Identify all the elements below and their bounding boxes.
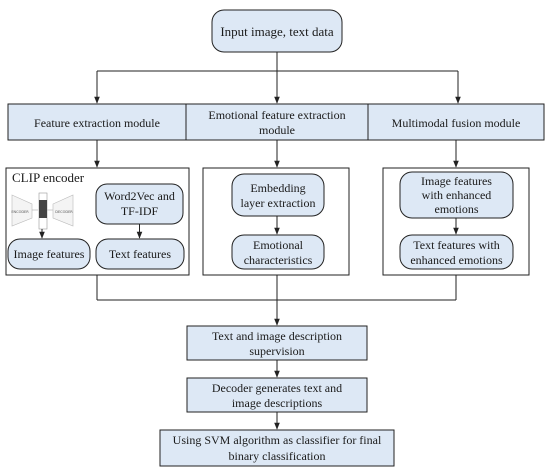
emotional-module-label-2: module <box>259 123 295 137</box>
input-label: Input image, text data <box>220 24 334 39</box>
encoder-decoder-icon: ENCODER DECODER <box>11 192 74 230</box>
image-features-label: Image features <box>14 247 85 261</box>
decoder-generates-node <box>186 377 368 413</box>
embedding-label-2: layer extraction <box>241 196 316 210</box>
word2vec-label-1: Word2Vec and <box>104 189 175 203</box>
text-features-label: Text features <box>109 247 171 261</box>
decoder-generates-label-1: Decoder generates text and <box>212 381 342 395</box>
encoder-mini-label: ENCODER <box>11 210 29 214</box>
image-enhanced-label-3: emotions <box>435 202 479 216</box>
feature-extraction-label: Feature extraction module <box>34 116 160 130</box>
emotional-characteristics-node <box>231 234 325 270</box>
word2vec-label-2: TF-IDF <box>121 204 159 218</box>
clip-title: CLIP encoder <box>12 170 85 185</box>
feature-extraction-module <box>7 103 187 141</box>
supervision-label-1: Text and image description <box>212 329 342 343</box>
image-features-node <box>7 238 91 270</box>
image-enhanced-label-1: Image features <box>421 174 492 188</box>
decoder-generates-label-2: image descriptions <box>232 396 323 410</box>
svm-label-1: Using SVM algorithm as classifier for fi… <box>173 433 382 447</box>
decoder-mini-label: DECODER <box>55 210 73 214</box>
supervision-node <box>186 325 368 361</box>
svm-label-2: binary classification <box>229 449 326 463</box>
text-enhanced-label-2: enhanced emotions <box>410 253 503 267</box>
embedding-label-1: Embedding <box>250 181 305 195</box>
emotional-char-label-2: characteristics <box>244 253 313 267</box>
emotional-char-label-1: Emotional <box>253 238 304 252</box>
multimodal-fusion-module <box>367 103 545 141</box>
text-features-node <box>95 238 185 270</box>
image-enhanced-label-2: with enhanced <box>422 188 492 202</box>
supervision-label-2: supervision <box>249 344 304 358</box>
text-enhanced-label-1: Text features with <box>413 238 499 252</box>
svm-classifier-node <box>159 429 395 467</box>
text-enhanced-node <box>399 234 514 270</box>
emotional-module-label-1: Emotional feature extraction <box>208 108 345 122</box>
fusion-module-label: Multimodal fusion module <box>392 116 521 130</box>
embedding-node <box>231 173 325 217</box>
